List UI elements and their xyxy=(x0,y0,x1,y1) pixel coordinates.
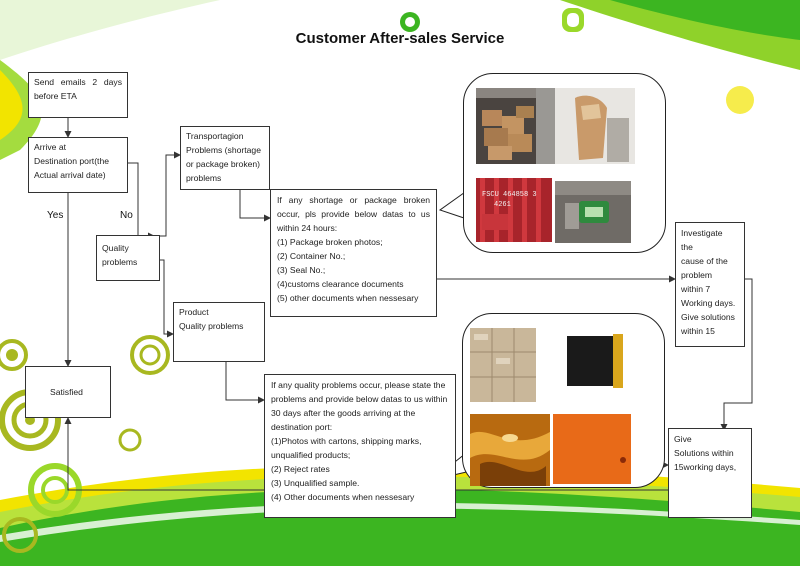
container-code-text: FSCU 464858 3 xyxy=(482,191,537,199)
broken-package-photo xyxy=(555,88,635,164)
shortage-item: (1) Package broken photos; xyxy=(277,237,383,247)
shortage-item: (4)customs clearance documents xyxy=(277,279,404,289)
no-label: No xyxy=(120,210,133,221)
diagram-title: Customer After-sales Service xyxy=(295,30,505,47)
give-solutions-box: Give Solutions within 15working days, xyxy=(668,428,752,518)
black-sheet-photo xyxy=(561,330,627,392)
shortage-info-intro: If any shortage or package broken occur,… xyxy=(277,195,430,233)
svg-text:4261: 4261 xyxy=(494,201,511,209)
satisfied-box: Satisfied xyxy=(25,366,111,418)
top-green-swoosh-2 xyxy=(610,0,800,40)
transportation-problems-box: Transportagion Problems (shortage or pac… xyxy=(180,126,270,190)
quality-item: (1)Photos with cartons, shipping marks, … xyxy=(271,436,422,460)
quality-item: (2) Reject rates xyxy=(271,464,330,474)
top-left-wave xyxy=(0,0,220,60)
quality-item: (3) Unqualified sample. xyxy=(271,478,360,488)
container-cartons-photo xyxy=(476,88,556,164)
quality-problems-box: Quality problems xyxy=(96,235,160,281)
shortage-item: (3) Seal No.; xyxy=(277,265,326,275)
container-seal-photo xyxy=(555,181,631,243)
shortage-item: (5) other documents when nessesary xyxy=(277,293,419,303)
cartons-stack-photo xyxy=(470,328,536,402)
quality-item: (4) Other documents when nessesary xyxy=(271,492,415,502)
top-decorative-dots xyxy=(400,8,754,114)
container-number-photo: FSCU 464858 3 4261 xyxy=(476,178,552,242)
orange-sheet-photo xyxy=(553,414,631,484)
shortage-info-box: If any shortage or package broken occur,… xyxy=(270,189,437,317)
gold-foil-photo xyxy=(470,414,550,486)
product-quality-problems-box: Product Quality problems xyxy=(173,302,265,362)
investigate-box: Investigate the cause of the problem wit… xyxy=(675,222,745,347)
left-yellow-swoosh xyxy=(0,70,23,140)
bottom-green-band xyxy=(0,480,800,566)
yes-label: Yes xyxy=(47,210,64,221)
shortage-item: (2) Container No.; xyxy=(277,251,346,261)
send-emails-box: Send emails 2 days before ETA xyxy=(28,72,128,118)
bottom-white-stripe xyxy=(0,502,800,542)
quality-info-intro: If any quality problems occur, please st… xyxy=(271,380,448,432)
arrive-box: Arrive at Destination port(the Actual ar… xyxy=(28,137,128,193)
quality-info-box: If any quality problems occur, please st… xyxy=(264,374,456,518)
